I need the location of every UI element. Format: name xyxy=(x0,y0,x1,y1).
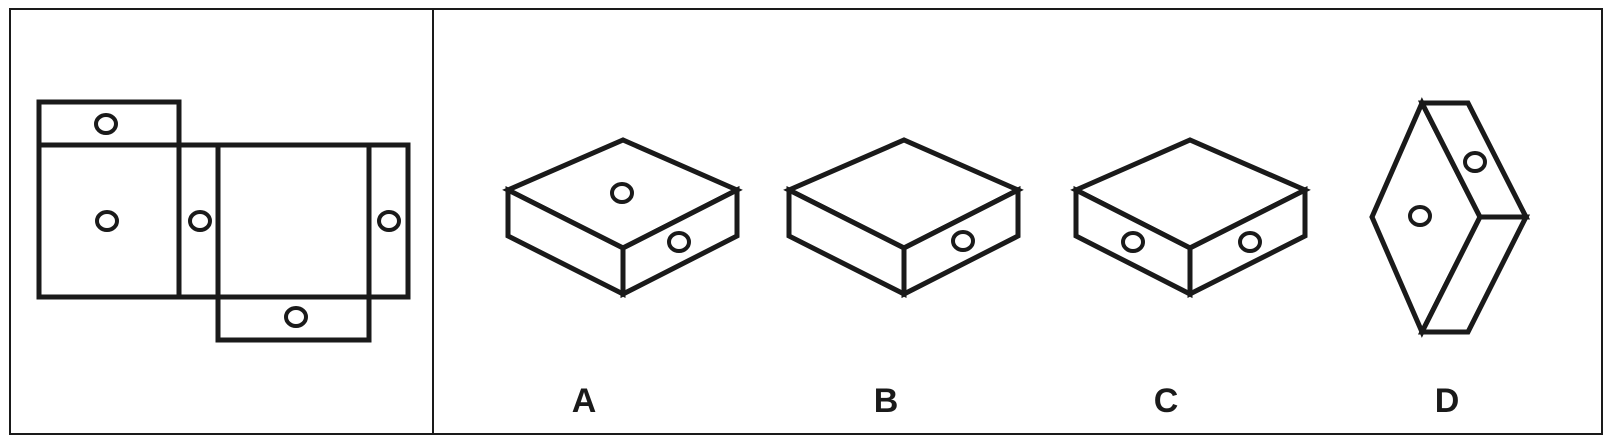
option-a-dot-right xyxy=(667,231,691,253)
option-b-box[interactable] xyxy=(783,137,1024,299)
net-dot-left-strip xyxy=(188,210,212,232)
option-b-dot-right xyxy=(951,230,975,252)
net-face-center-large xyxy=(215,142,372,300)
option-d-dot-upper xyxy=(1463,151,1487,173)
option-b-label: B xyxy=(874,382,899,420)
option-d-box[interactable] xyxy=(1369,97,1531,338)
option-c-dot-left xyxy=(1121,231,1145,253)
option-c-dot-right xyxy=(1238,231,1262,253)
net-dot-right-strip xyxy=(377,210,401,232)
net-dot-bottom-flap xyxy=(284,306,308,328)
cube-net xyxy=(36,99,411,343)
net-dot-left-large xyxy=(95,210,119,232)
net-dot-top-flap xyxy=(94,113,118,135)
outer-frame xyxy=(9,8,1603,435)
option-c-label: C xyxy=(1154,382,1179,420)
option-a-dot-top xyxy=(610,182,634,204)
option-d-dot-left xyxy=(1408,205,1432,227)
option-d-lower-face xyxy=(1417,214,1531,335)
option-a-label: A xyxy=(572,382,597,420)
option-c-box[interactable] xyxy=(1070,137,1311,299)
option-d-label: D xyxy=(1435,382,1460,420)
option-a-box[interactable] xyxy=(502,137,743,299)
